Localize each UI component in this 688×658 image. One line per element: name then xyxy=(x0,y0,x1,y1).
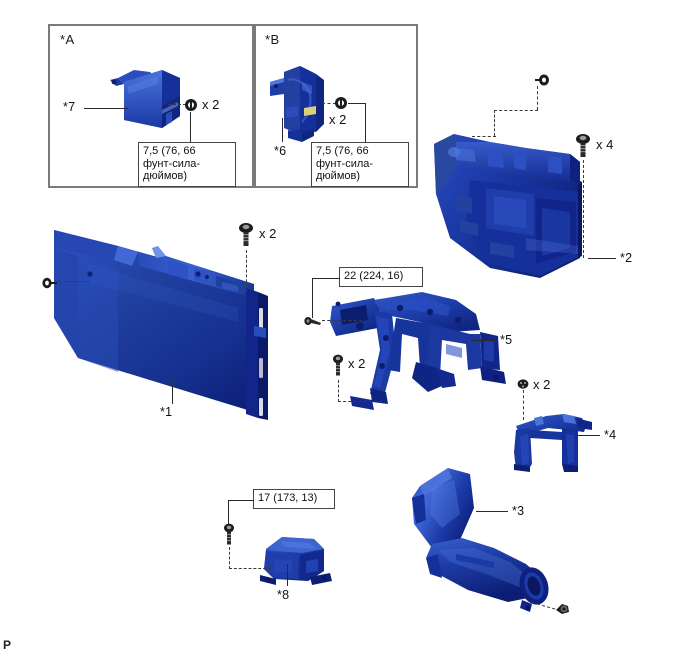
dash-line-clip-panel2-h xyxy=(494,110,538,111)
dash-line-clip-panel1 xyxy=(58,281,90,282)
part-ref-8: *8 xyxy=(277,588,290,602)
screw-icon-inset-a xyxy=(184,98,198,117)
part-ref-6: *6 xyxy=(274,144,287,158)
dash-line-clip-panel2-h2 xyxy=(472,136,496,137)
dash-line-bracket8-v xyxy=(229,547,230,569)
dash-line-screw-b xyxy=(322,103,336,104)
bolt-icon-panel1 xyxy=(238,222,254,253)
dash-line-bolt-panel1 xyxy=(246,250,247,292)
part-instrument-panel-reinforcement-bracket xyxy=(330,292,520,412)
nut-icon-duct xyxy=(554,600,572,621)
leader-line-torque5-v xyxy=(312,278,313,318)
quantity-bracket5-bolts: x 2 xyxy=(348,356,366,371)
corner-mark: P xyxy=(3,638,12,652)
leader-line-ref8 xyxy=(287,564,288,586)
part-mounting-bracket-block xyxy=(258,533,338,589)
leader-line-torque5-h xyxy=(312,278,340,279)
part-control-module-a xyxy=(104,66,200,142)
dash-line-bracket5-v xyxy=(338,380,339,402)
leader-line-torque-b-h xyxy=(348,103,366,104)
leader-line-ref2 xyxy=(588,258,616,259)
dash-line-screw-a xyxy=(168,104,186,105)
part-ref-7: *7 xyxy=(63,100,76,114)
quantity-panel1-bolts: x 2 xyxy=(259,226,277,241)
part-ref-2: *2 xyxy=(620,251,633,265)
leader-line-ref6 xyxy=(282,118,283,142)
quantity-inset-b: x 2 xyxy=(329,112,347,127)
quantity-panel2-bolts: x 4 xyxy=(596,137,614,152)
clip-icon-panel2 xyxy=(534,72,550,93)
part-ref-5: *5 xyxy=(500,333,513,347)
torque-spec-inset-a: 7,5 (76, 66 фунт-сила-дюймов) xyxy=(138,142,236,187)
torque-spec-inset-b: 7,5 (76, 66 фунт-сила-дюймов) xyxy=(311,142,409,187)
part-air-duct-hose xyxy=(404,462,564,622)
dash-line-clip-panel2-v xyxy=(537,86,538,110)
bolt-icon-bracket8 xyxy=(222,523,236,552)
part-small-support-bracket xyxy=(512,412,598,474)
inset-label-a: *A xyxy=(60,32,75,47)
bolt-icon-bracket4 xyxy=(516,377,530,395)
part-ref-3: *3 xyxy=(512,504,525,518)
inset-label-b: *B xyxy=(265,32,280,47)
dash-line-bolt-panel2 xyxy=(583,160,584,258)
leader-line-ref1 xyxy=(172,382,173,404)
torque-spec-bracket5: 22 (224, 16) xyxy=(339,267,423,287)
bolt-icon-bracket5 xyxy=(331,354,345,383)
part-instrument-panel-right-side-panel xyxy=(430,128,610,288)
dash-line-clip-panel2-v2 xyxy=(494,110,495,136)
part-ref-4: *4 xyxy=(604,428,617,442)
leader-line-torque8-v xyxy=(228,500,229,525)
part-ref-1: *1 xyxy=(160,405,173,419)
screw-icon-inset-b xyxy=(334,96,348,115)
leader-line-ref4 xyxy=(576,435,600,436)
leader-line-torque-a xyxy=(190,112,191,142)
part-control-module-b xyxy=(268,64,342,148)
bolt-icon-bracket5-top xyxy=(304,314,322,332)
quantity-bracket4-bolts: x 2 xyxy=(533,377,551,392)
clip-icon-panel1 xyxy=(42,275,58,296)
torque-spec-bracket8: 17 (173, 13) xyxy=(253,489,335,509)
part-instrument-panel-lower-left-trim xyxy=(48,222,288,422)
leader-line-ref3 xyxy=(476,511,508,512)
dash-line-bracket8-h xyxy=(229,568,271,569)
dash-line-bracket5-h xyxy=(338,401,382,402)
leader-line-torque-b-v xyxy=(365,103,366,143)
leader-line-ref7 xyxy=(84,108,128,109)
dash-line-bracket4 xyxy=(523,390,524,420)
leader-line-torque8-h xyxy=(228,500,254,501)
quantity-inset-a: x 2 xyxy=(202,97,220,112)
dash-line-torque5 xyxy=(322,320,362,321)
bolt-icon-panel2 xyxy=(575,133,591,164)
leader-line-ref5 xyxy=(472,340,496,341)
